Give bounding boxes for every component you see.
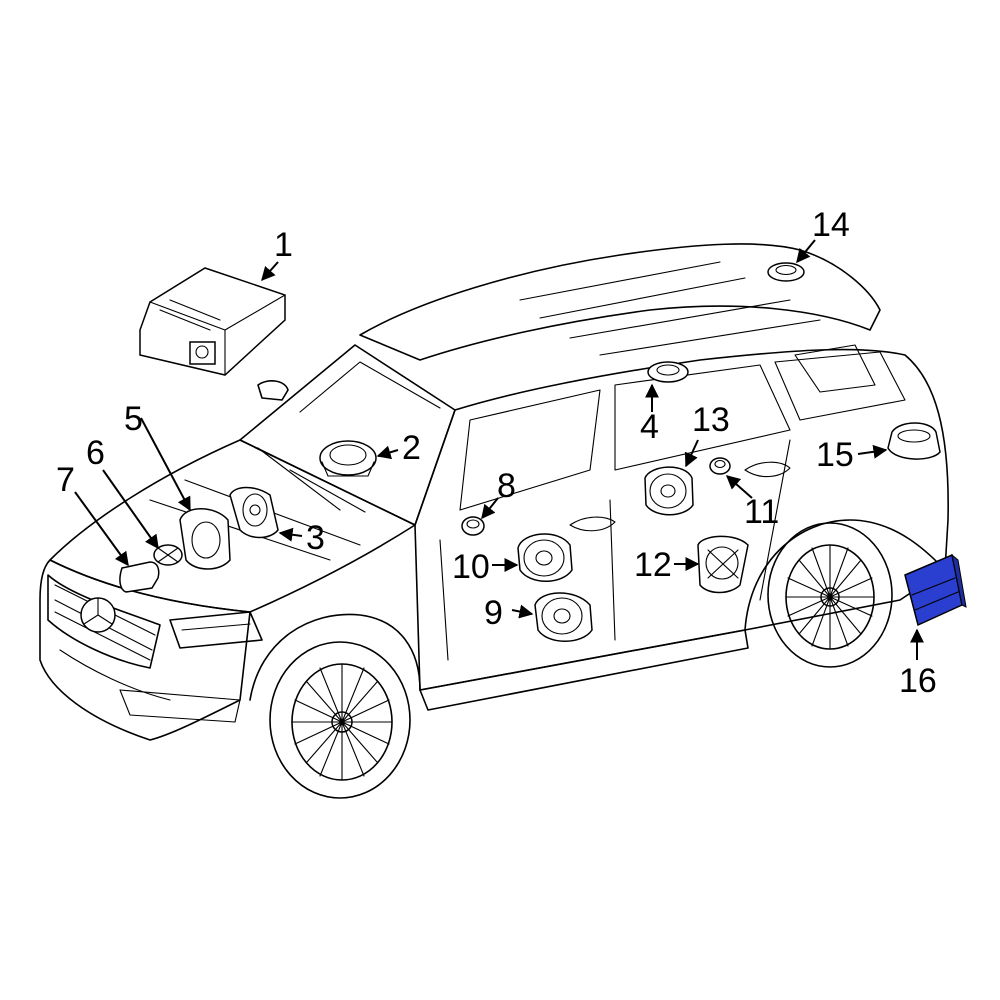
part-12-speaker: [697, 535, 749, 594]
callout-9: 9: [484, 594, 503, 632]
rear-wheel: [767, 522, 893, 668]
part-9-speaker: [534, 592, 593, 642]
callout-12: 12: [634, 546, 672, 584]
part-6-tweeter: [153, 544, 183, 566]
leader-lines: [74, 239, 924, 660]
callout-6: 6: [86, 434, 105, 472]
callout-1: 1: [274, 226, 293, 264]
callout-11: 11: [744, 493, 779, 531]
vehicle-outline: [39, 243, 949, 741]
part-4-tweeter: [647, 361, 689, 383]
callout-16: 16: [899, 662, 937, 700]
callout-13: 13: [692, 401, 730, 439]
callout-8: 8: [497, 467, 516, 505]
part-7-sensor: [119, 561, 160, 593]
callout-10: 10: [452, 548, 490, 586]
part-11-tweeter: [709, 457, 731, 475]
callout-14: 14: [812, 206, 850, 244]
part-8-tweeter: [461, 516, 485, 536]
part-1-amplifier: [139, 267, 286, 376]
callout-7: 7: [56, 461, 75, 499]
part-13-speaker: [644, 466, 694, 516]
callout-4: 4: [640, 408, 659, 446]
front-wheel: [269, 641, 411, 799]
part-10-speaker: [517, 533, 573, 582]
highlighted-module: [904, 553, 963, 627]
part-16-control-module: [904, 553, 967, 627]
callout-3: 3: [306, 519, 325, 557]
callout-15: 15: [816, 436, 854, 474]
part-3-speaker: [229, 486, 279, 539]
part-2-speaker: [319, 440, 377, 477]
callout-2: 2: [402, 429, 421, 467]
part-5-speaker-ring: [179, 508, 231, 570]
callout-5: 5: [124, 400, 143, 438]
callout-labels: 1 2 3 4 5 6 7 8 9 10 11 12 13 14 15 16: [56, 206, 937, 700]
part-14-tweeter: [767, 262, 805, 282]
part-15-subwoofer: [887, 422, 941, 460]
